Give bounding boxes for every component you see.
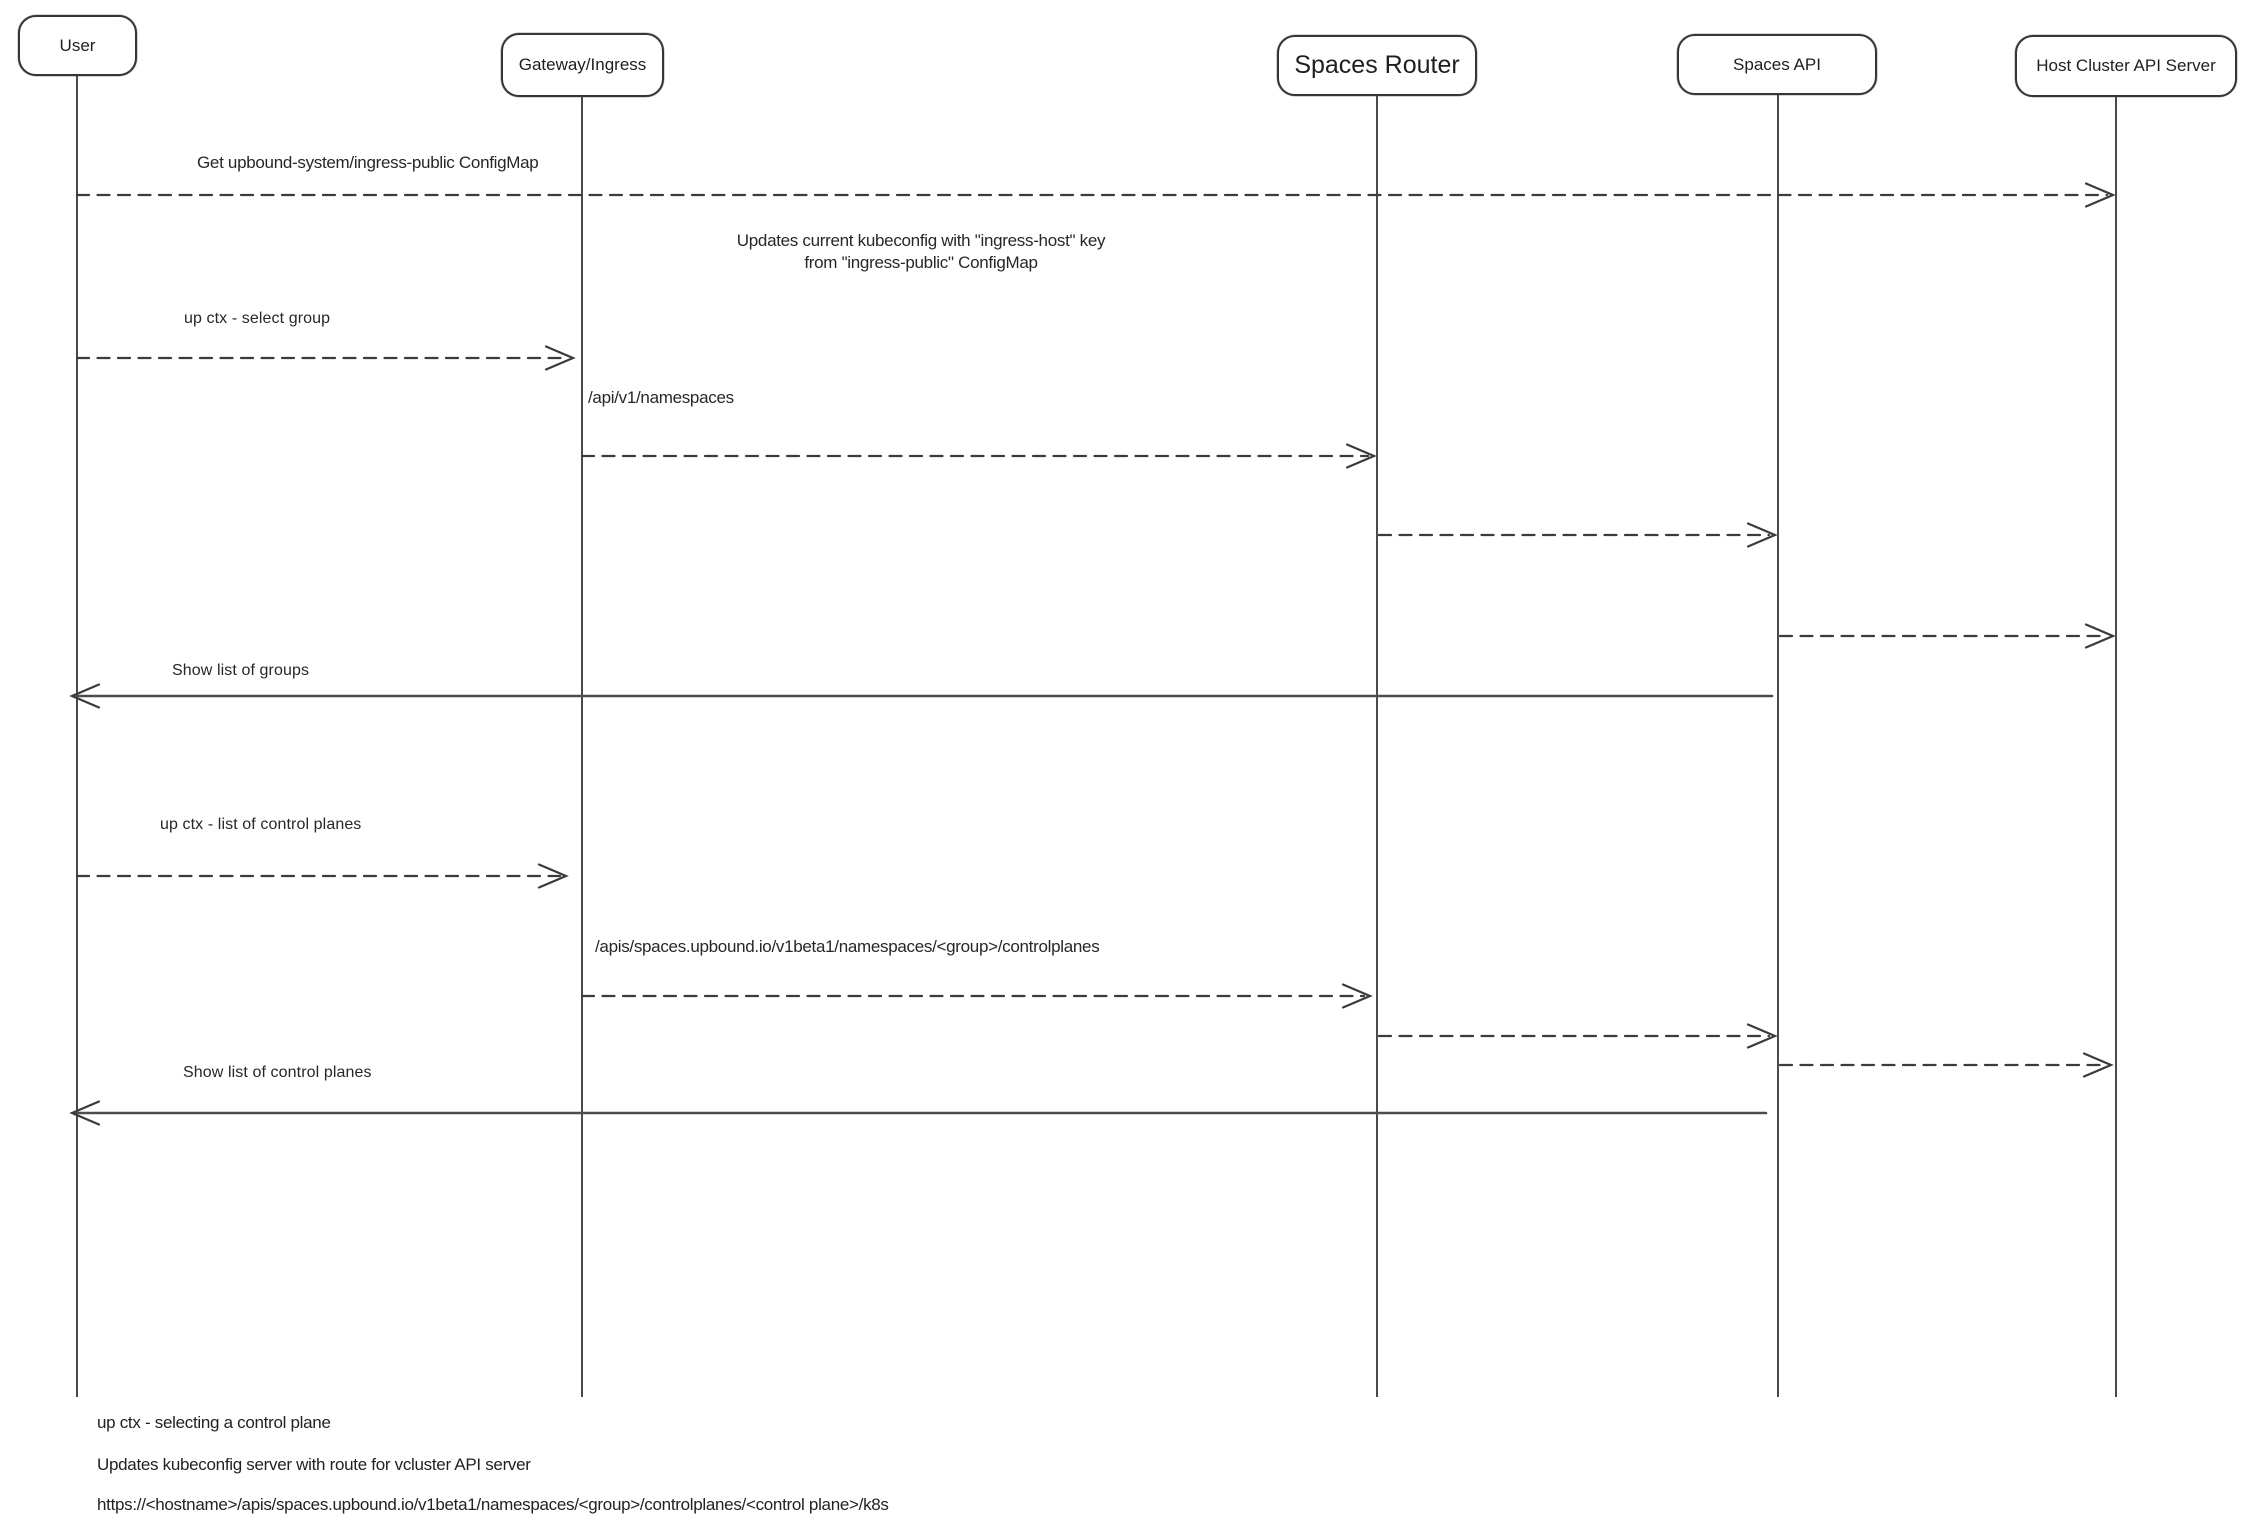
arrow-api-v1-namespaces: [580, 443, 1377, 469]
arrow-select-group: [75, 345, 576, 371]
arrow-apis-spaces-controlplanes: [580, 983, 1373, 1009]
arrow-get-configmap: [75, 182, 2116, 208]
actor-host-cluster-api-server-label: Host Cluster API Server: [2036, 56, 2216, 75]
message-label-show-groups: Show list of groups: [172, 662, 310, 679]
actor-spaces-router-label: Spaces Router: [1294, 51, 1460, 79]
note-updates-kubeconfig: Updates current kubeconfig with "ingress…: [701, 230, 1141, 274]
arrow-router-to-api-2: [1377, 1023, 1778, 1049]
note-line-2: from "ingress-public" ConfigMap: [804, 253, 1038, 272]
actor-gateway-ingress-label: Gateway/Ingress: [518, 55, 647, 74]
arrow-show-groups-return: [69, 683, 1774, 709]
message-label-select-group: up ctx - select group: [184, 310, 331, 327]
actor-user-label: User: [59, 35, 96, 55]
actor-host-cluster-api-server: Host Cluster API Server: [2015, 35, 2237, 97]
actor-spaces-router: Spaces Router: [1277, 35, 1477, 96]
footer-controlplane-url: https://<hostname>/apis/spaces.upbound.i…: [97, 1495, 889, 1514]
message-label-api-v1-namespaces: /api/v1/namespaces: [588, 388, 734, 407]
message-label-apis-spaces-controlplanes: /apis/spaces.upbound.io/v1beta1/namespac…: [595, 937, 1100, 956]
actor-spaces-api-label: Spaces API: [1733, 54, 1821, 74]
arrow-list-control-planes: [75, 863, 569, 889]
arrow-api-to-host: [1778, 623, 2116, 649]
actor-spaces-api: Spaces API: [1677, 34, 1877, 95]
footer-updates-kubeconfig-server: Updates kubeconfig server with route for…: [97, 1455, 531, 1474]
message-label-get-configmap: Get upbound-system/ingress-public Config…: [197, 153, 539, 172]
message-label-list-control-planes: up ctx - list of control planes: [160, 816, 362, 833]
footer-selecting-control-plane: up ctx - selecting a control plane: [97, 1413, 331, 1432]
actor-user: User: [18, 15, 137, 76]
arrow-api-to-host-2: [1778, 1052, 2114, 1078]
arrow-router-to-api: [1377, 522, 1778, 548]
message-label-show-control-planes: Show list of control planes: [183, 1064, 372, 1081]
actor-gateway-ingress: Gateway/Ingress: [501, 33, 664, 97]
arrow-show-control-planes-return: [69, 1100, 1768, 1126]
note-line-1: Updates current kubeconfig with "ingress…: [736, 231, 1106, 250]
